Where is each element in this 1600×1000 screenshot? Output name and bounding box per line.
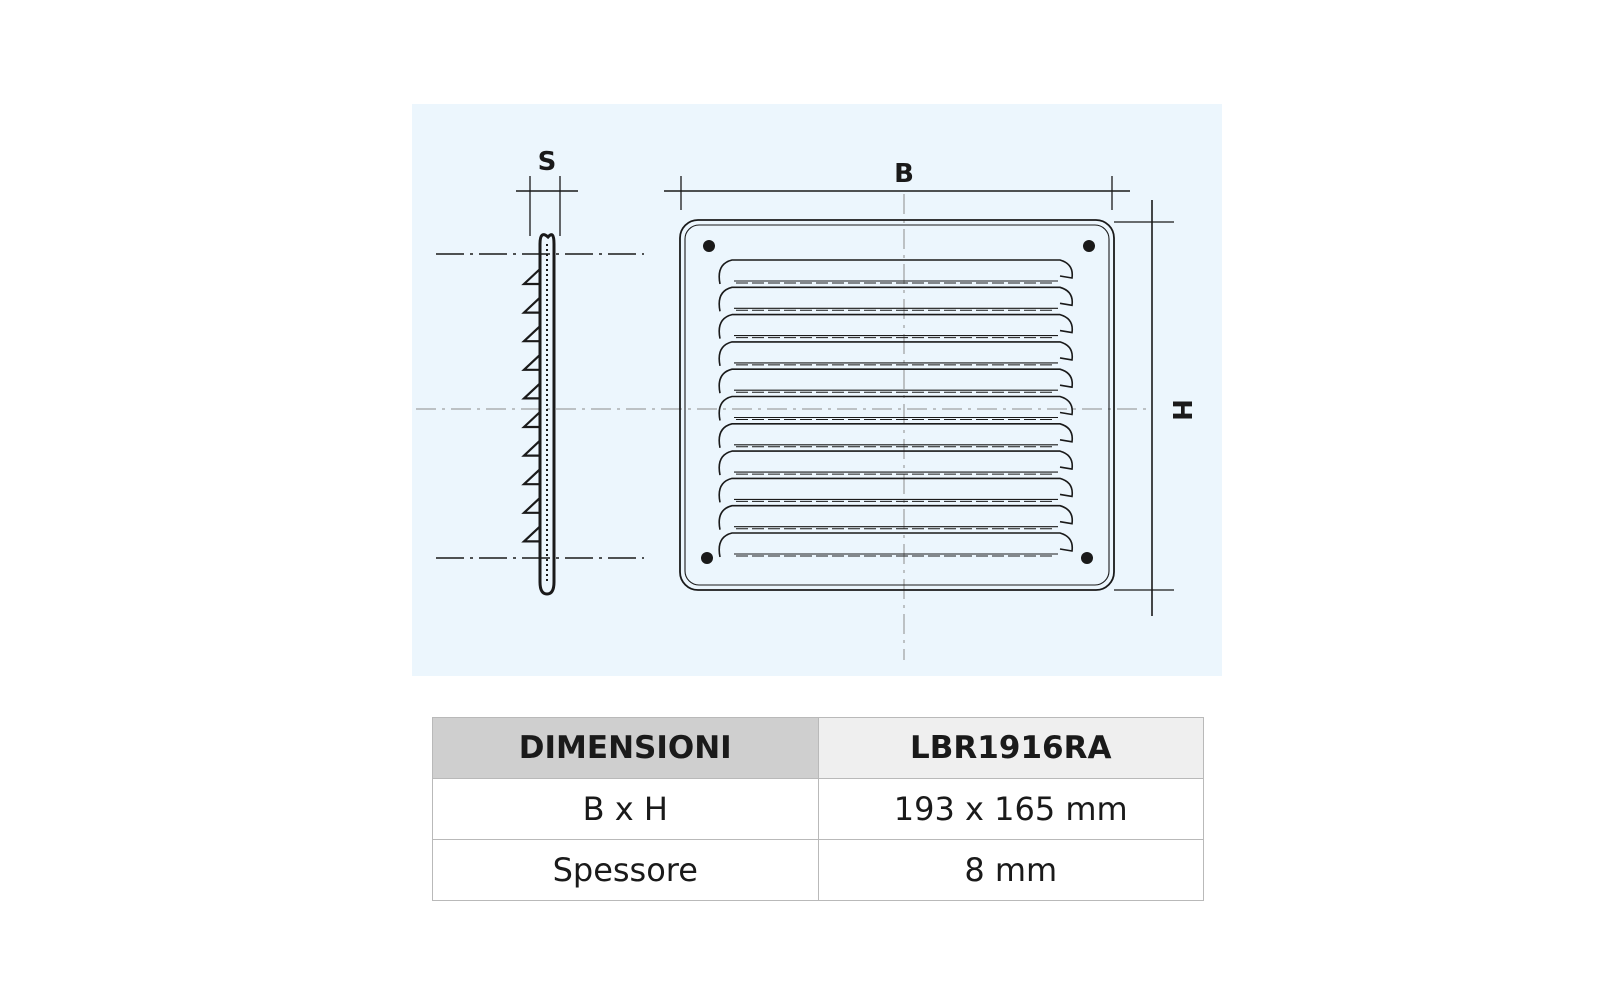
louver-blade xyxy=(718,259,1074,285)
row-value: 8 mm xyxy=(817,839,1204,901)
header-product-code: LBR1916RA xyxy=(817,717,1204,779)
front-louver xyxy=(718,423,1074,448)
front-frame-inner xyxy=(684,224,1110,586)
front-frame-outer xyxy=(679,219,1115,591)
side-louver-tooth xyxy=(521,325,541,343)
table-row: Spessore 8 mm xyxy=(432,839,1204,901)
front-louver xyxy=(718,450,1074,476)
side-louver-tooth xyxy=(521,468,541,486)
louver-blade xyxy=(718,286,1074,312)
table-row: B x H 193 x 165 mm xyxy=(432,778,1204,840)
row-label: B x H xyxy=(432,778,819,840)
screw-hole-top-left xyxy=(703,240,715,252)
side-louver-tooth xyxy=(521,296,541,314)
side-view xyxy=(416,176,662,596)
louver-blade xyxy=(718,423,1074,448)
louver-blade xyxy=(718,313,1074,339)
side-louver-teeth xyxy=(521,268,541,543)
side-louver-tooth xyxy=(521,411,541,429)
row-label: Spessore xyxy=(432,839,819,901)
front-louver xyxy=(718,532,1074,558)
front-louver xyxy=(718,504,1074,530)
front-louver xyxy=(718,395,1074,421)
height-label: H xyxy=(1166,399,1196,421)
louver-blade xyxy=(718,395,1074,421)
front-louver xyxy=(718,286,1074,312)
width-label: B xyxy=(894,159,914,189)
side-louver-tooth xyxy=(521,439,541,457)
louver-blade xyxy=(718,450,1074,476)
technical-drawing-panel: S B H xyxy=(412,104,1222,676)
front-louvers xyxy=(718,259,1074,558)
row-value: 193 x 165 mm xyxy=(817,778,1204,840)
front-louver xyxy=(718,259,1074,285)
front-louver xyxy=(718,368,1074,394)
side-louver-tooth xyxy=(521,496,541,514)
thickness-label: S xyxy=(538,147,557,177)
technical-drawing: S B H xyxy=(416,147,1196,660)
screw-hole-bottom-left xyxy=(701,552,713,564)
louver-blade xyxy=(718,477,1074,503)
screw-hole-top-right xyxy=(1083,240,1095,252)
screw-hole-bottom-right xyxy=(1081,552,1093,564)
front-louver xyxy=(718,313,1074,339)
front-view xyxy=(662,176,1174,660)
side-louver-tooth xyxy=(521,268,541,286)
louver-blade xyxy=(718,341,1074,367)
dimensions-table: DIMENSIONI LBR1916RA B x H 193 x 165 mm … xyxy=(432,717,1204,901)
louver-blade xyxy=(718,532,1074,558)
front-louver xyxy=(718,341,1074,367)
side-louver-tooth xyxy=(521,525,541,543)
side-frame-profile xyxy=(538,233,556,596)
header-dimensions: DIMENSIONI xyxy=(432,717,819,779)
louver-blade xyxy=(718,368,1074,394)
louver-blade xyxy=(718,504,1074,530)
table-header-row: DIMENSIONI LBR1916RA xyxy=(432,717,1204,779)
side-louver-tooth xyxy=(521,382,541,400)
front-louver xyxy=(718,477,1074,503)
side-louver-tooth xyxy=(521,353,541,371)
